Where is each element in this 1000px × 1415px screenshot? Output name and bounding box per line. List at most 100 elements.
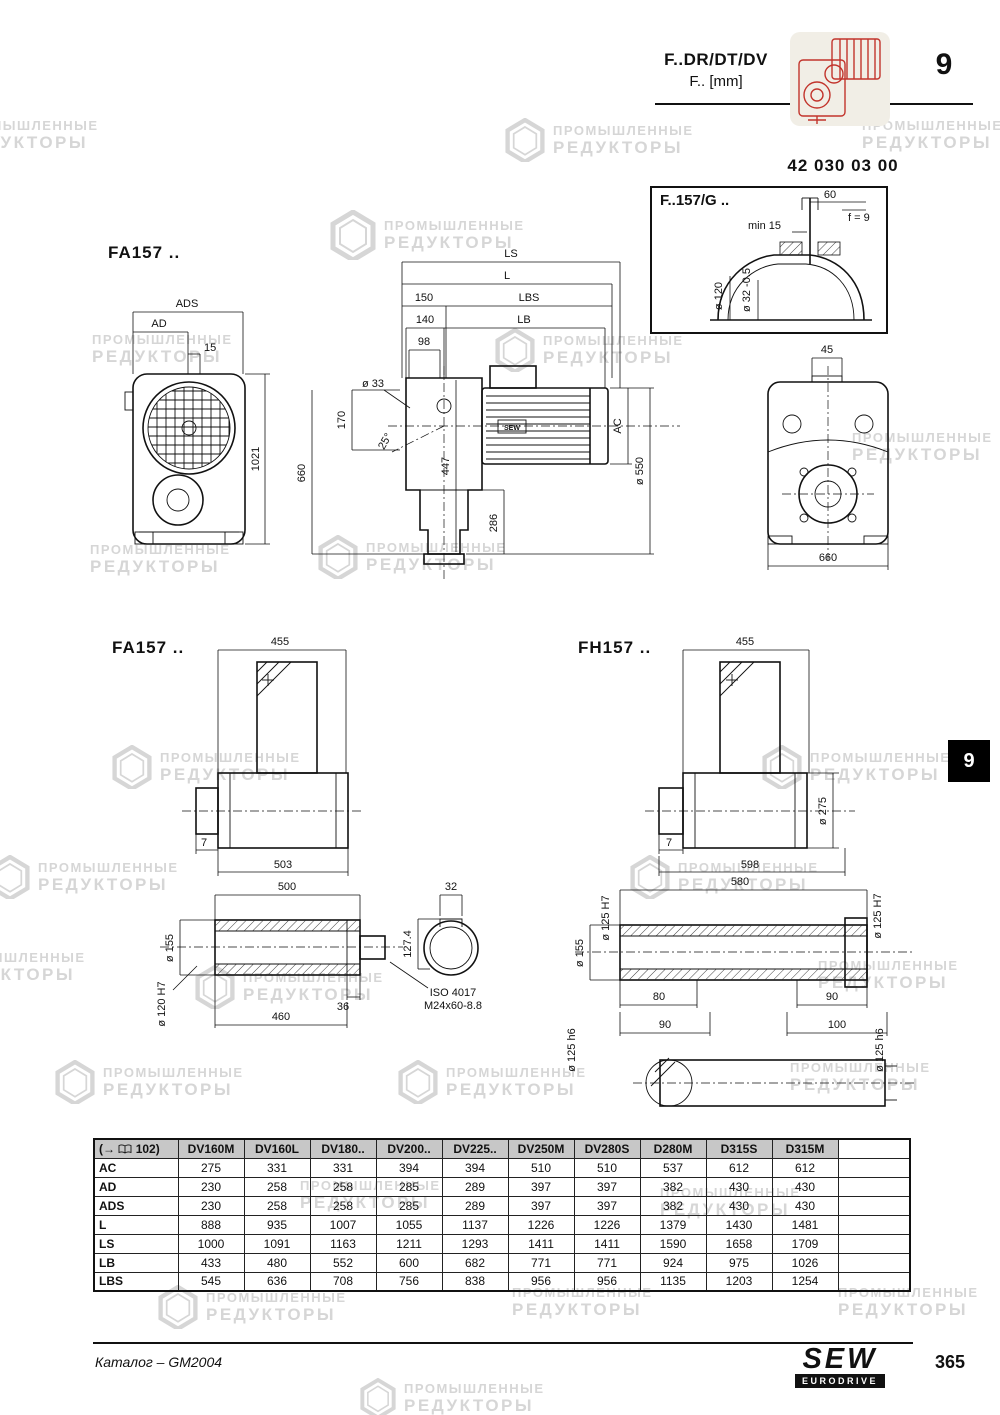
dim-label: 455 (736, 636, 754, 648)
table-cell: 1481 (771, 1214, 839, 1235)
chapter-number: 9 (935, 48, 953, 81)
unit-subtitle: F.. [mm] (689, 73, 743, 90)
hexagon-logo-icon (158, 1285, 198, 1329)
fa-shaft-body (160, 918, 479, 976)
table-cell: 612 (705, 1157, 773, 1178)
motor-brand-label: SEW (504, 425, 520, 432)
table-cell: 771 (507, 1252, 575, 1273)
dim-label: 150 (415, 292, 433, 304)
table-cell: 1411 (573, 1233, 641, 1254)
hexagon-logo-icon (630, 855, 670, 899)
dim-label: 660 (296, 464, 308, 482)
table-cell: 397 (573, 1176, 641, 1197)
sew-logo-word: SEW (802, 1343, 878, 1375)
fh-shaft-dimension-lines (589, 889, 888, 1036)
table-cell: 258 (309, 1195, 377, 1216)
table-cell: 838 (441, 1271, 509, 1292)
table-cell: 510 (573, 1157, 641, 1178)
table-blank-cell (837, 1233, 911, 1254)
table-cell: 382 (639, 1195, 707, 1216)
dim-label: 15 (204, 342, 216, 354)
table-blank-cell (837, 1195, 911, 1216)
fh-shaft-body (575, 917, 917, 1107)
gearmotor-icon (798, 38, 881, 124)
table-cell: 1226 (573, 1214, 641, 1235)
doc-title: F..DR/DT/DV F.. [mm] (648, 50, 784, 90)
inset-title: F..157/G .. (660, 192, 730, 209)
hexagon-logo-icon (112, 745, 152, 789)
dim-label: 598 (741, 859, 759, 871)
page-number: 365 (934, 1352, 965, 1372)
table-column-header: DV200.. (375, 1138, 443, 1159)
dim-label: ø 120 (713, 282, 725, 310)
iso-spec-label: M24x60-8.8 (424, 1000, 482, 1012)
dim-label: ø 155 (574, 939, 586, 967)
dim-label: 140 (416, 314, 434, 326)
drawing-rear-view: 45 660 (767, 344, 889, 570)
table-row-label: AD (93, 1176, 179, 1197)
dim-label: 580 (731, 876, 749, 888)
table-cell: 935 (243, 1214, 311, 1235)
table-cell: 230 (177, 1176, 245, 1197)
dim-label: L (504, 270, 510, 282)
table-cell: 756 (375, 1271, 443, 1292)
dim-label: 447 (440, 457, 452, 475)
table-cell: 1293 (441, 1233, 509, 1254)
dim-label: 90 (826, 991, 838, 1003)
table-cell: 1211 (375, 1233, 443, 1254)
dim-label: 60 (824, 189, 836, 201)
table-row-label: LBS (93, 1271, 179, 1292)
table-column-header: DV160L (243, 1138, 311, 1159)
part-number: 42 030 03 00 (787, 156, 899, 175)
table-cell: 612 (771, 1157, 839, 1178)
dim-label: 100 (828, 1019, 846, 1031)
table-cell: 956 (507, 1271, 575, 1292)
table-cell: 331 (309, 1157, 377, 1178)
table-cell: 600 (375, 1252, 443, 1273)
hexagon-logo-icon (318, 535, 358, 579)
front-view-dimension-lines (132, 311, 270, 545)
dim-label: 503 (274, 859, 292, 871)
dim-label: 25° (376, 431, 395, 451)
table-cell: 1658 (705, 1233, 773, 1254)
dim-label: 80 (653, 991, 665, 1003)
table-cell: 430 (771, 1195, 839, 1216)
dim-label: 7 (201, 837, 207, 849)
table-cell: 1709 (771, 1233, 839, 1254)
fa157-side-dimension-lines (195, 649, 349, 876)
table-blank-cell (837, 1271, 911, 1292)
table-column-header: DV160M (177, 1138, 245, 1159)
dim-label: 170 (336, 411, 348, 429)
table-cell: 888 (177, 1214, 245, 1235)
table-cell: 394 (441, 1157, 509, 1178)
table-cell: 289 (441, 1195, 509, 1216)
dim-label: ø 550 (634, 457, 646, 485)
table-cell: 1430 (705, 1214, 773, 1235)
table-cell: 430 (705, 1176, 773, 1197)
table-cell: 285 (375, 1195, 443, 1216)
table-column-header: DV225.. (441, 1138, 509, 1159)
fh157-side-body (645, 661, 855, 849)
table-cell: 382 (639, 1176, 707, 1197)
table-blank-header (837, 1138, 911, 1159)
dim-label: ø 120 H7 (156, 981, 168, 1026)
table-cell: 397 (507, 1195, 575, 1216)
dim-label: 455 (271, 636, 289, 648)
dim-label: ADS (176, 298, 199, 310)
dim-label: ø 33 (362, 378, 384, 390)
table-blank-cell (837, 1252, 911, 1273)
fh157-side-dimension-lines (658, 649, 846, 876)
fa-shaft-dimension-lines (172, 894, 463, 1028)
